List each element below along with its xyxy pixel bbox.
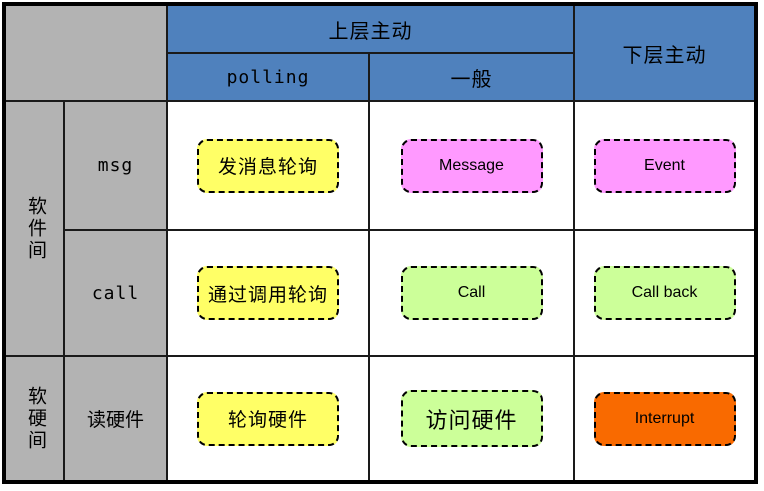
cell-hw-polling: 轮询硬件 bbox=[168, 357, 370, 480]
box-call: Call bbox=[400, 266, 543, 320]
cell-call-general: Call bbox=[370, 231, 575, 357]
matrix-table: 上层主动 下层主动 polling 一般 软件间 软硬间 msg bbox=[2, 2, 758, 484]
group-label-software: 软件间 bbox=[6, 102, 65, 357]
matrix-grid: 上层主动 下层主动 polling 一般 软件间 软硬间 msg bbox=[6, 6, 754, 480]
cell-msg-general: Message bbox=[370, 102, 575, 231]
subheader-general-label: 一般 bbox=[450, 68, 493, 91]
subheader-polling: polling bbox=[168, 54, 370, 102]
header-lower-active: 下层主动 bbox=[575, 6, 754, 102]
header-upper-active: 上层主动 bbox=[168, 6, 575, 54]
subheader-polling-label: polling bbox=[226, 66, 310, 88]
cell-msg-polling: 发消息轮询 bbox=[168, 102, 370, 231]
row-label-msg-text: msg bbox=[97, 155, 134, 176]
box-poll-hardware: 轮询硬件 bbox=[197, 391, 339, 446]
cell-hw-general: 访问硬件 bbox=[370, 357, 575, 480]
box-call-back: Call back bbox=[593, 266, 736, 320]
cell-call-lower: Call back bbox=[575, 231, 754, 357]
cell-msg-lower: Event bbox=[575, 102, 754, 231]
row-label-call-text: call bbox=[91, 282, 140, 304]
box-interrupt: Interrupt bbox=[593, 391, 736, 446]
group-label-software-text: 软件间 bbox=[24, 195, 46, 262]
box-access-hardware: 访问硬件 bbox=[400, 390, 543, 447]
header-lower-active-label: 下层主动 bbox=[622, 44, 707, 67]
box-event: Event bbox=[593, 138, 736, 193]
header-upper-active-label: 上层主动 bbox=[328, 20, 413, 43]
row-label-msg: msg bbox=[65, 102, 168, 231]
box-msg-polling: 发消息轮询 bbox=[197, 138, 339, 193]
cell-call-polling: 通过调用轮询 bbox=[168, 231, 370, 357]
group-label-software-hardware-text: 软硬间 bbox=[24, 385, 46, 452]
row-label-call: call bbox=[65, 231, 168, 357]
subheader-general: 一般 bbox=[370, 54, 575, 102]
box-message: Message bbox=[400, 138, 543, 193]
row-label-read-hardware-text: 读硬件 bbox=[86, 410, 144, 431]
row-label-read-hardware: 读硬件 bbox=[65, 357, 168, 480]
box-call-polling: 通过调用轮询 bbox=[197, 266, 339, 320]
corner-cell bbox=[6, 6, 168, 102]
group-label-software-hardware: 软硬间 bbox=[6, 357, 65, 480]
cell-hw-lower: Interrupt bbox=[575, 357, 754, 480]
